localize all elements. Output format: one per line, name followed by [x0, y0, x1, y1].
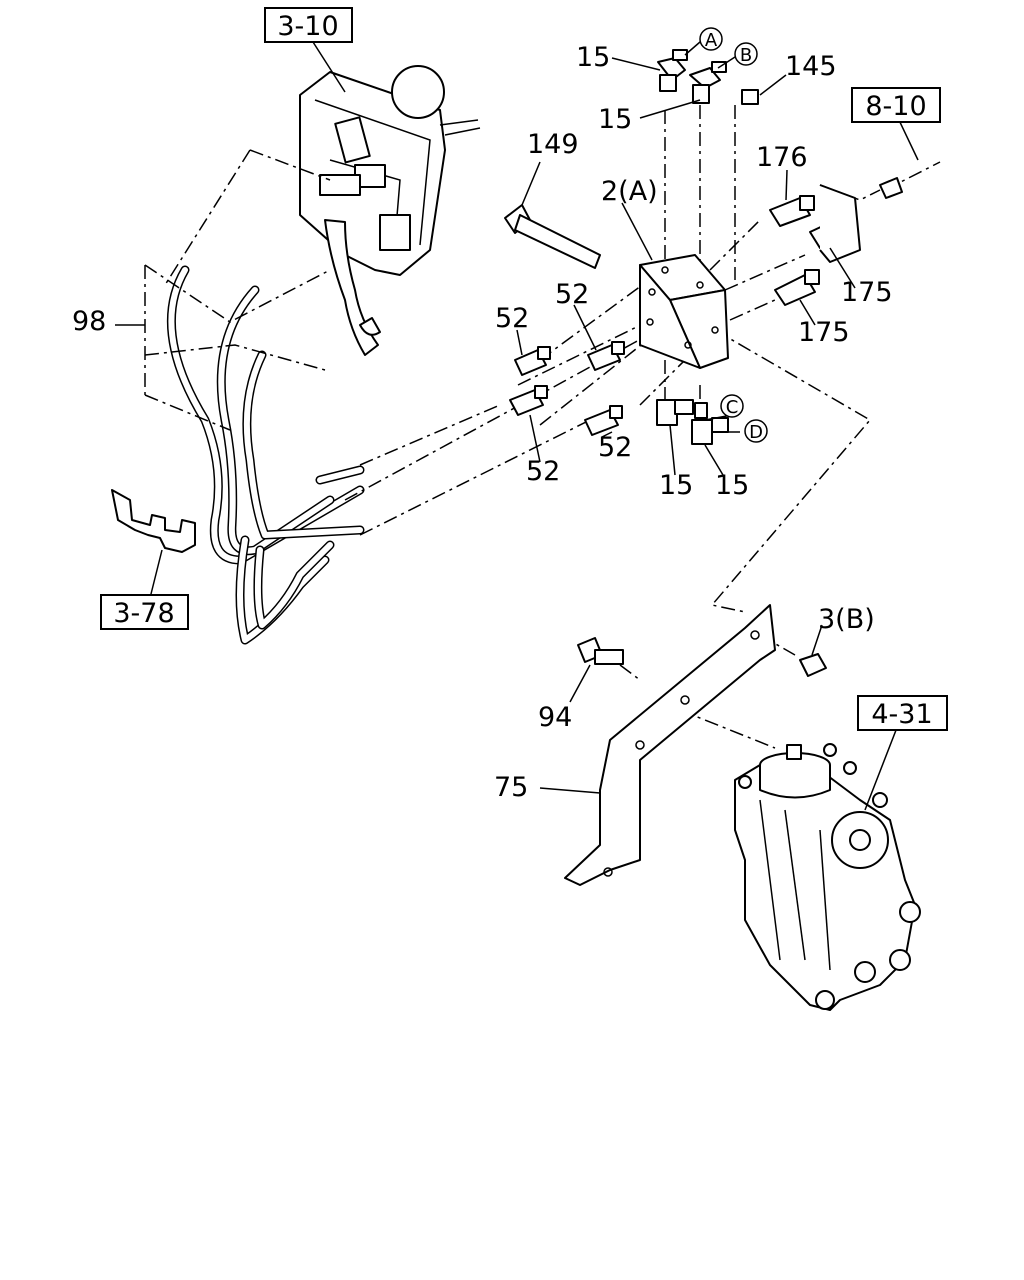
circled-letter-b: B: [740, 45, 752, 66]
callout-175-upper: 175: [841, 277, 893, 308]
callout-149: 149: [527, 129, 579, 160]
reference-box-3-10: 3-10: [264, 7, 353, 43]
fitting-52-a: [514, 346, 551, 376]
fitting-52-d: [584, 405, 623, 436]
callout-145: 145: [785, 51, 837, 82]
callout-52-b: 52: [555, 279, 589, 310]
elbow-fitting-top-left: [657, 49, 688, 92]
circled-letter-a: A: [705, 30, 718, 51]
reference-box-3-78: 3-78: [100, 594, 189, 630]
callout-15-bottom-left: 15: [659, 470, 693, 501]
mounting-bracket-75: [564, 604, 776, 886]
plug-145: [741, 89, 759, 105]
callout-leaders: [115, 41, 919, 811]
bolt-94: [577, 637, 624, 665]
elbow-fitting-bottom-left: [656, 399, 694, 426]
reference-box-8-10: 8-10: [851, 87, 941, 123]
callout-2a: 2(A): [601, 176, 658, 207]
callout-15-top-left: 15: [576, 42, 610, 73]
reference-label-8-10: 8-10: [865, 91, 926, 122]
callout-94: 94: [538, 702, 572, 733]
callouts: 15 15 145 149 2(A) 176 175 175 98 52 52 …: [72, 42, 893, 803]
callout-52-c: 52: [526, 456, 560, 487]
distribution-block: [639, 254, 729, 369]
fitting-52-c: [509, 385, 548, 416]
reference-label-3-10: 3-10: [277, 11, 338, 42]
circled-letter-d: D: [749, 422, 763, 443]
sensor-175-lower: [774, 269, 820, 306]
reference-box-4-31: 4-31: [857, 695, 948, 731]
circled-letter-c: C: [726, 397, 739, 418]
circled-marker-b: B: [734, 42, 758, 66]
harness-outline: [819, 184, 861, 263]
valve-assembly: [299, 65, 481, 356]
callout-15-bottom-right: 15: [715, 470, 749, 501]
callout-15-top-right: 15: [598, 104, 632, 135]
reference-label-4-31: 4-31: [871, 699, 932, 730]
tube-clip-bracket: [111, 489, 196, 553]
callout-176: 176: [756, 142, 808, 173]
tube-bundle: [166, 265, 365, 645]
callout-3b: 3(B): [818, 604, 875, 635]
steering-gear-assembly: [734, 743, 921, 1011]
sensor-176: [769, 195, 815, 227]
circled-marker-d: D: [744, 419, 768, 443]
callout-52-d: 52: [598, 432, 632, 463]
elbow-fitting-top-right: [689, 61, 727, 104]
bolt-149: [504, 204, 601, 269]
circled-marker-a: A: [699, 27, 723, 51]
callout-175-lower: 175: [798, 317, 850, 348]
callout-98: 98: [72, 306, 106, 337]
circled-marker-c: C: [720, 394, 744, 418]
callout-75: 75: [494, 772, 528, 803]
callout-52-a: 52: [495, 303, 529, 334]
connector-8-10: [879, 177, 903, 199]
nut-3b: [799, 653, 827, 677]
reference-label-3-78: 3-78: [113, 598, 174, 629]
fitting-52-b: [587, 341, 625, 371]
